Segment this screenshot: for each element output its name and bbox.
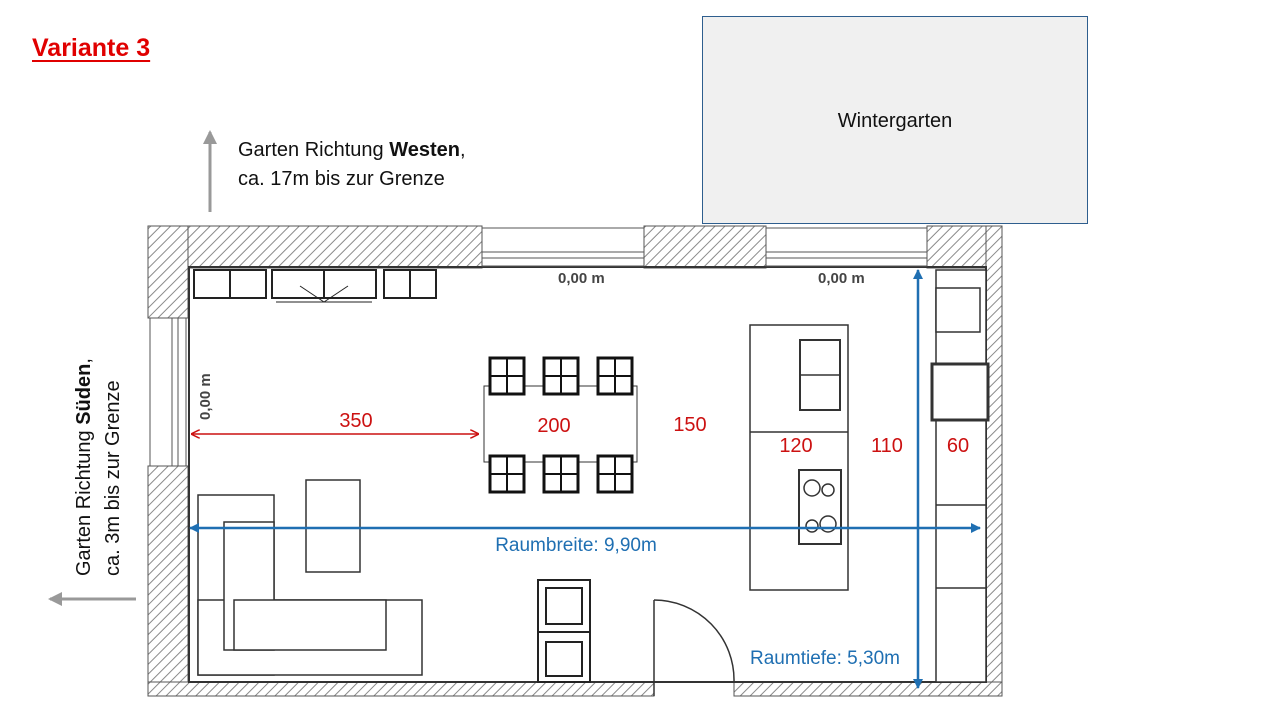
sofa [197,479,423,676]
wintergarten-box: Wintergarten [702,16,1088,224]
room-width-label: Raumbreite: 9,90m [495,535,657,556]
page-title: Variante 3 [32,34,151,62]
right-cabinets [930,269,990,683]
windows [149,227,928,467]
dimension-350: 350 [339,410,372,432]
dimension-60: 60 [947,435,969,457]
elevation-label-top-left: 0,00 m [558,270,605,287]
room-depth-label: Raumtiefe: 5,30m [750,648,900,669]
top-cabinets [193,269,437,303]
dimension-120: 120 [779,435,812,457]
door [653,599,735,696]
west-garden-note: Garten Richtung Westen, ca. 17m bis zur … [238,136,466,194]
dimension-200: 200 [537,415,570,437]
dining-table [483,356,638,494]
elevation-label-top-right: 0,00 m [818,270,865,287]
wintergarten-label: Wintergarten [837,110,953,132]
fireplace [537,579,591,683]
dimension-150: 150 [673,414,706,436]
kitchen-island [749,324,849,591]
west-note-line2: ca. 17m bis zur Grenze [238,168,445,190]
walls [147,225,1003,697]
dimension-110: 110 [871,435,903,457]
west-note-line1: Garten Richtung Westen, [238,139,466,161]
elevation-label-left: 0,00 m [197,373,214,420]
